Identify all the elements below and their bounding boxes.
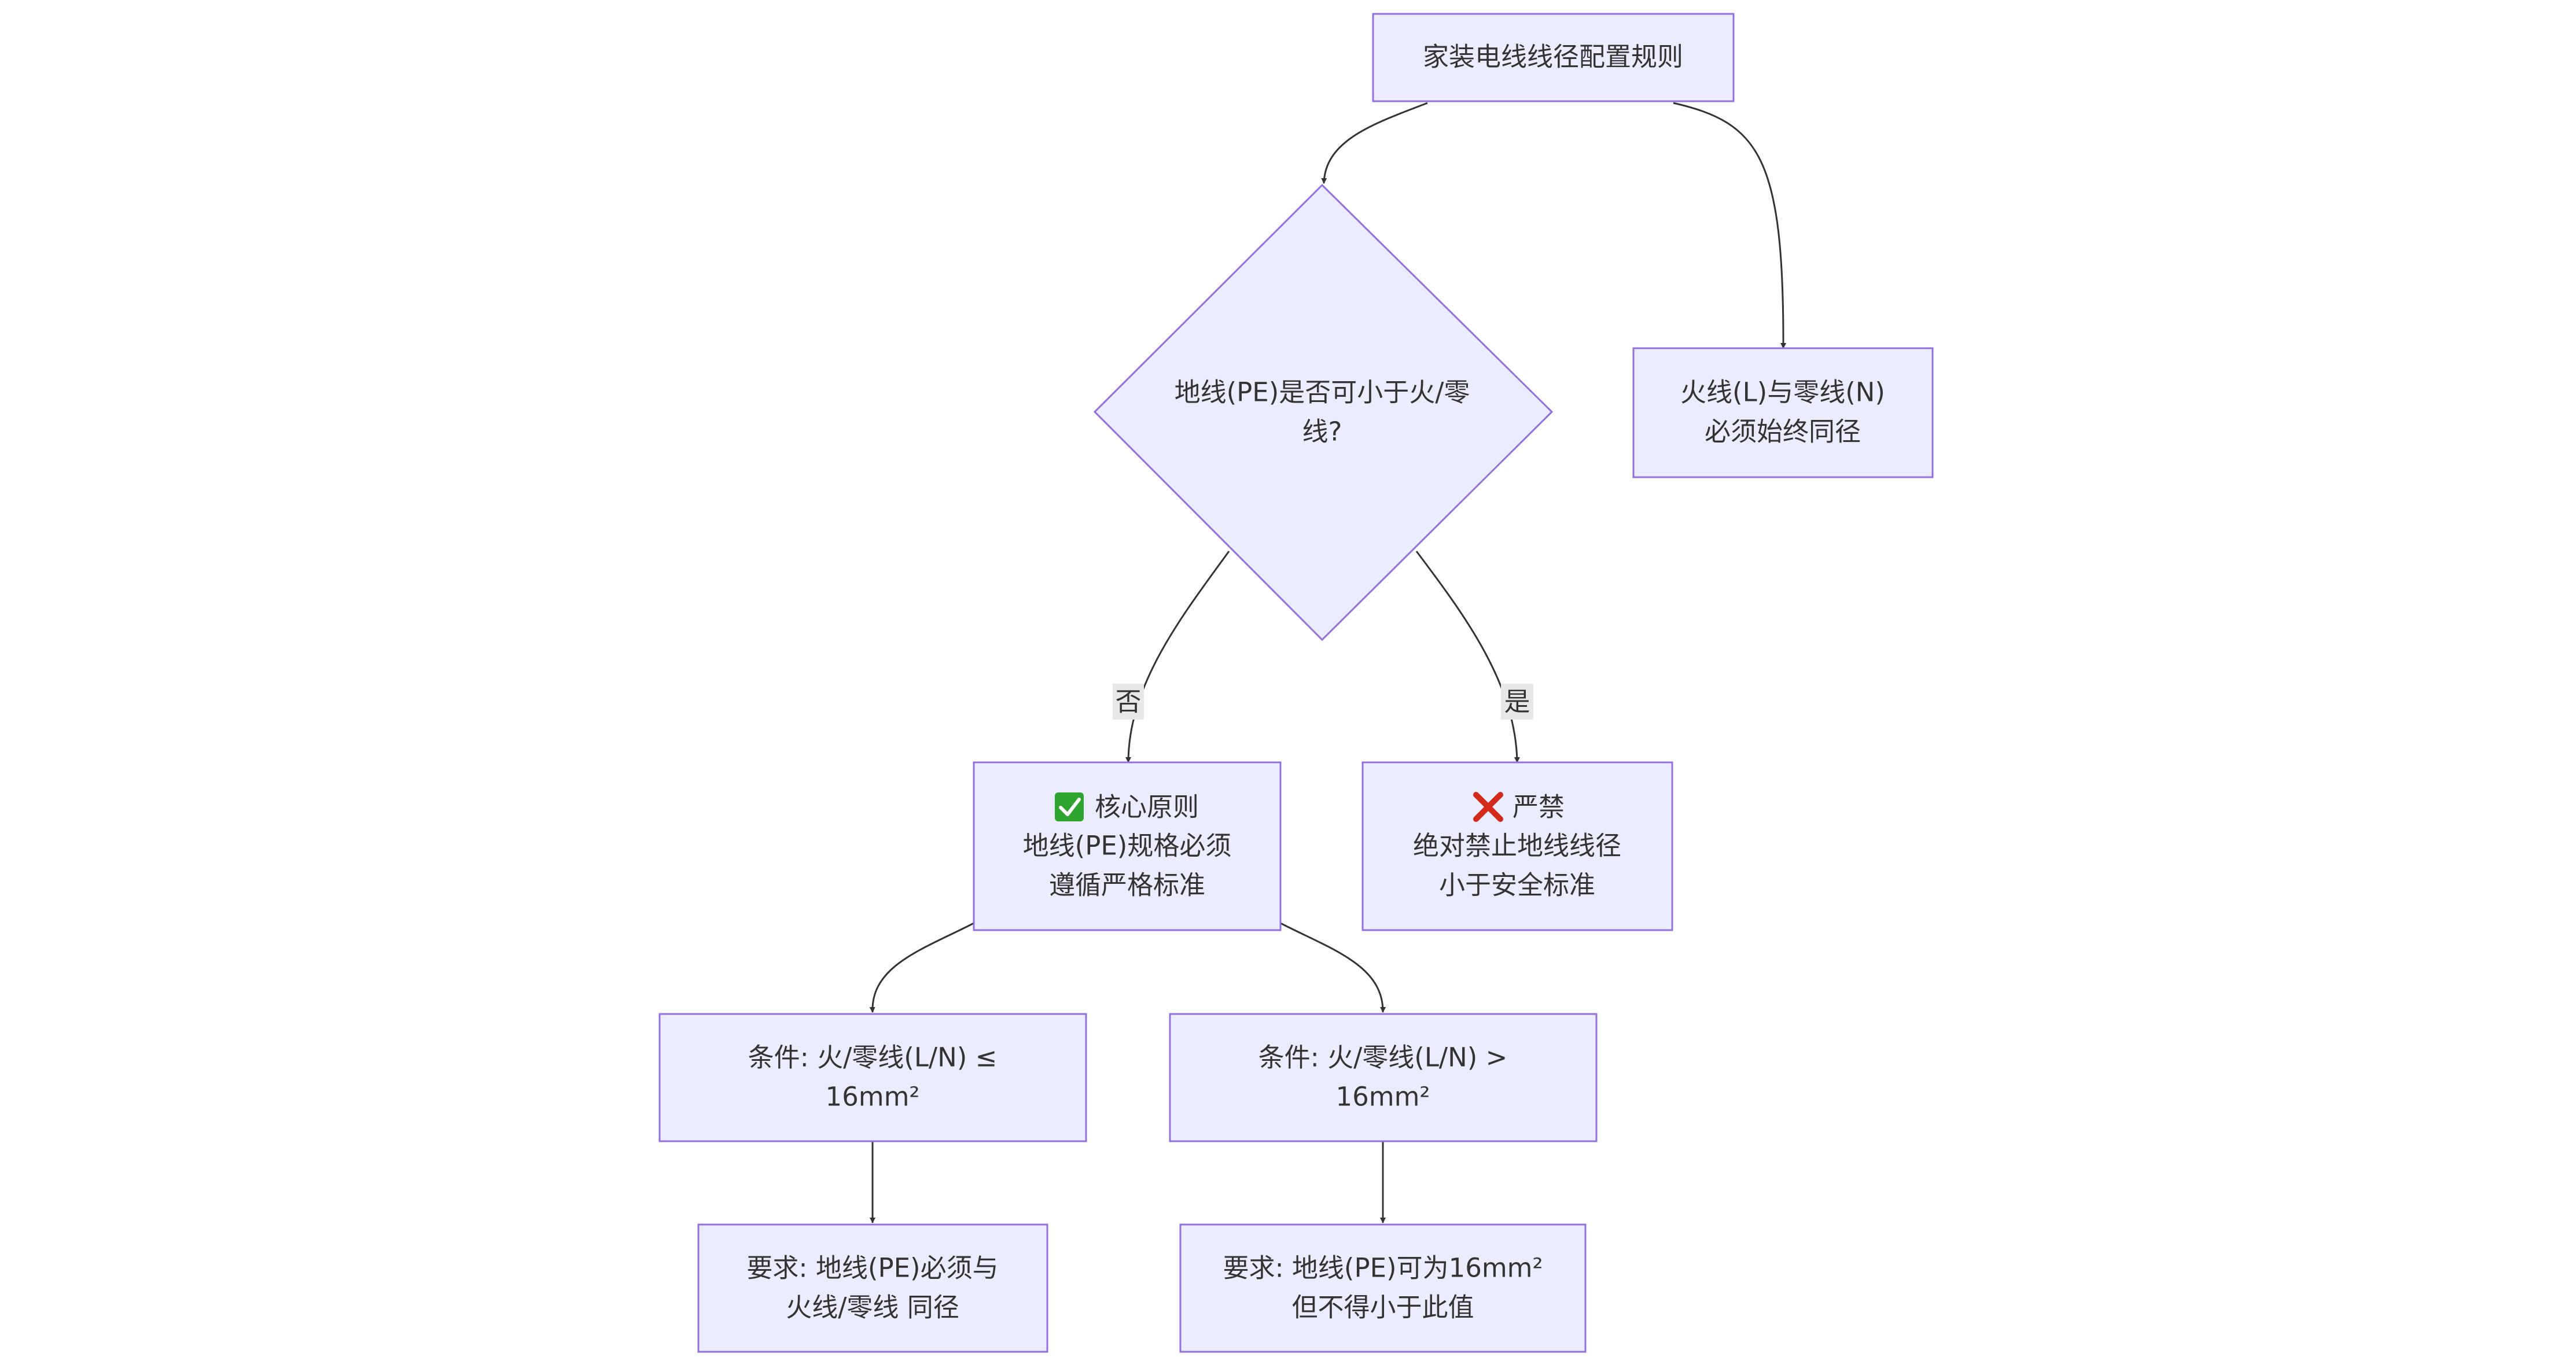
- node-forbidden-line3: 小于安全标准: [1439, 870, 1595, 901]
- check-mark-icon: [1055, 792, 1084, 821]
- node-req-le-line2: 火线/零线 同径: [786, 1292, 959, 1323]
- node-same-gauge-line1: 火线(L)与零线(N): [1680, 377, 1885, 408]
- node-principle-line1: 核心原则: [1095, 792, 1199, 823]
- node-forbidden: 严禁 绝对禁止地线线径 小于安全标准: [1361, 761, 1673, 931]
- node-forbidden-line1: 严禁: [1513, 792, 1565, 823]
- node-cond-gt-line1: 条件: 火/零线(L/N) >: [1258, 1042, 1508, 1073]
- cross-mark-icon: [1473, 792, 1503, 822]
- node-req-gt-line1: 要求: 地线(PE)可为16mm²: [1223, 1253, 1543, 1284]
- node-forbidden-line2: 绝对禁止地线线径: [1413, 831, 1621, 861]
- edge-label-no-text: 否: [1115, 687, 1141, 717]
- node-req-gt: 要求: 地线(PE)可为16mm² 但不得小于此值: [1179, 1223, 1587, 1353]
- edge-root-to-decision: [1321, 102, 1428, 184]
- node-same-gauge-line2: 必须始终同径: [1705, 416, 1861, 447]
- edge-decision-to-principle: [1125, 551, 1230, 763]
- node-cond-le-line1: 条件: 火/零线(L/N) ≤: [748, 1042, 998, 1073]
- node-cond-gt: 条件: 火/零线(L/N) > 16mm²: [1169, 1013, 1598, 1142]
- node-req-le: 要求: 地线(PE)必须与 火线/零线 同径: [697, 1223, 1048, 1353]
- node-decision-line2: 线?: [1302, 416, 1342, 447]
- edge-label-no: 否: [1113, 684, 1144, 720]
- edge-root-to-same-gauge: [1673, 102, 1787, 349]
- node-cond-le: 条件: 火/零线(L/N) ≤ 16mm²: [658, 1013, 1087, 1142]
- node-cond-gt-line2: 16mm²: [1336, 1082, 1430, 1112]
- node-cond-le-line2: 16mm²: [826, 1082, 920, 1112]
- edge-decision-to-forbidden: [1415, 551, 1520, 763]
- edge-label-yes: 是: [1501, 684, 1533, 720]
- node-root: 家装电线线径配置规则: [1372, 13, 1735, 102]
- edge-label-yes-text: 是: [1504, 687, 1530, 717]
- node-principle-line3: 遵循严格标准: [1049, 870, 1205, 901]
- node-root-text: 家装电线线径配置规则: [1423, 42, 1683, 72]
- node-decision: 地线(PE)是否可小于火/零 线?: [1093, 183, 1554, 641]
- node-same-gauge: 火线(L)与零线(N) 必须始终同径: [1632, 347, 1934, 478]
- node-decision-line1: 地线(PE)是否可小于火/零: [1175, 377, 1470, 408]
- node-principle: 核心原则 地线(PE)规格必须 遵循严格标准: [973, 761, 1282, 931]
- edge-principle-to-cond-le: [869, 922, 974, 1013]
- node-req-gt-line2: 但不得小于此值: [1291, 1292, 1474, 1323]
- edges: [869, 102, 1787, 1223]
- edge-principle-to-cond-gt: [1280, 922, 1386, 1013]
- node-req-le-line1: 要求: 地线(PE)必须与: [746, 1253, 998, 1284]
- node-principle-line2: 地线(PE)规格必须: [1023, 831, 1232, 861]
